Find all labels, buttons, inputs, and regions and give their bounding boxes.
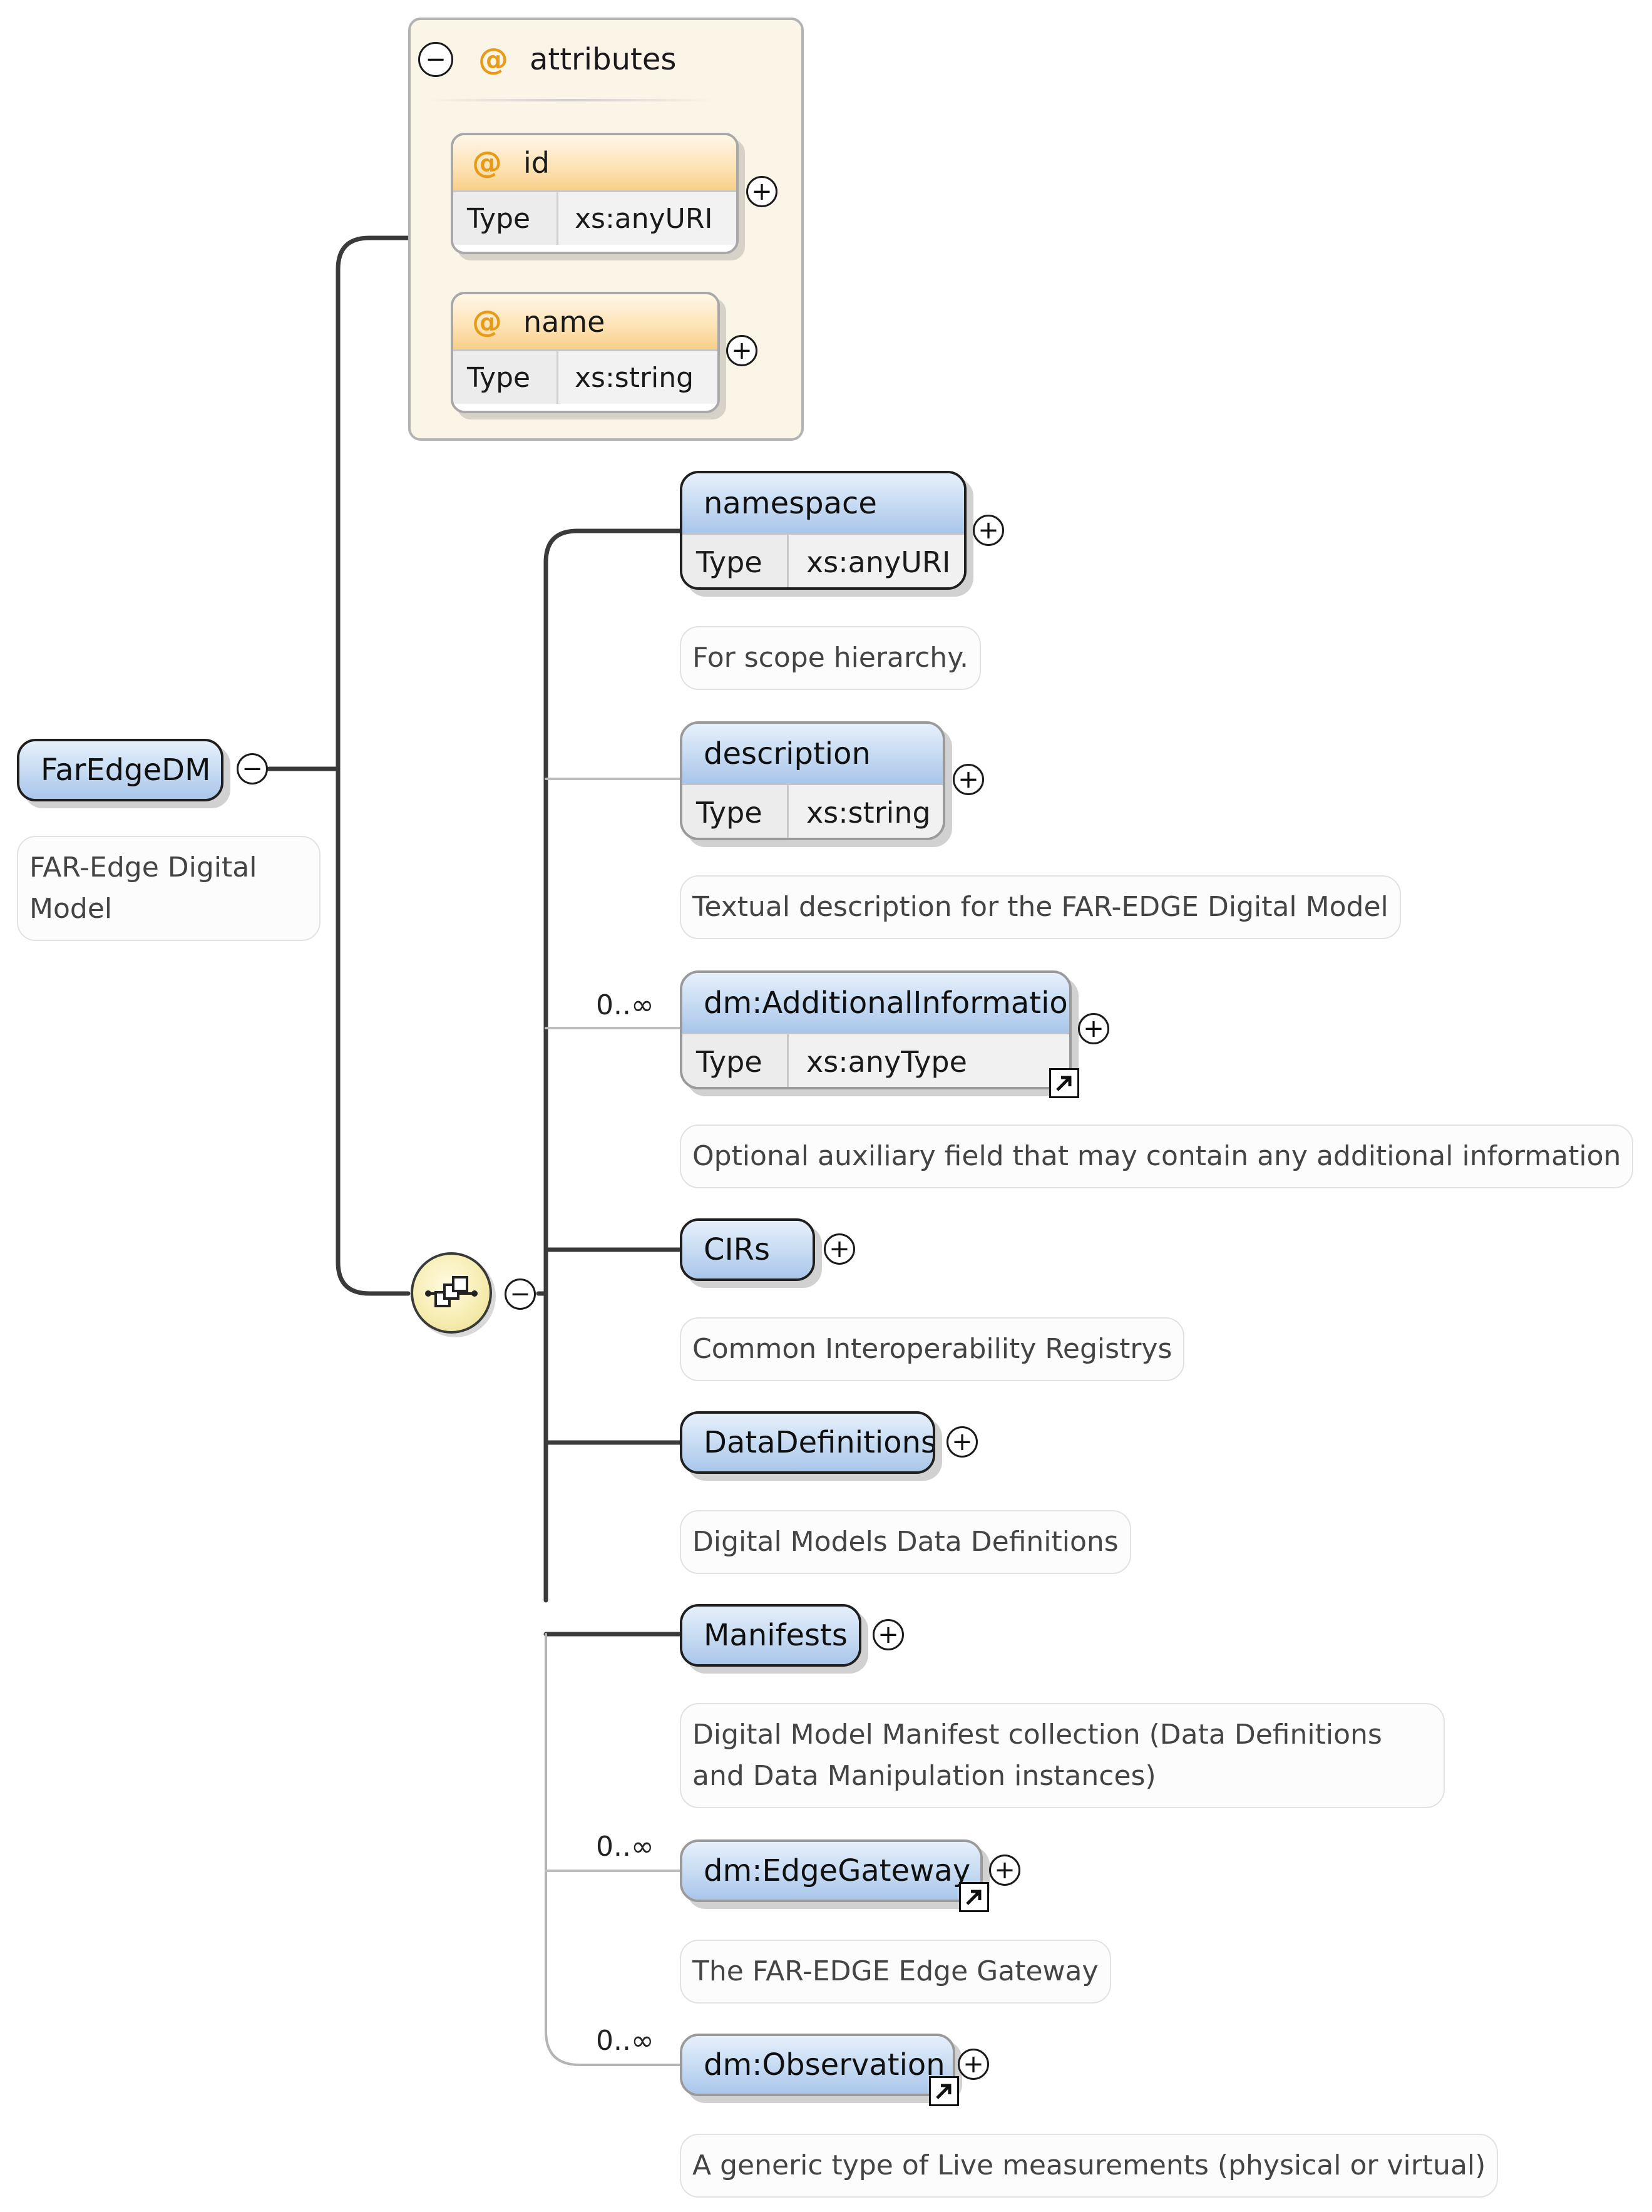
datadefinitions-annotation: Digital Models Data Definitions (680, 1510, 1131, 1574)
observation-annotation: A generic type of Live measurements (phy… (680, 2134, 1499, 2198)
manifests-annotation: Digital Model Manifest collection (Data … (680, 1703, 1445, 1808)
edgegateway-expand-button[interactable]: + (989, 1854, 1020, 1886)
type-value: xs:anyType (789, 1034, 1069, 1087)
additionalinformation-annotation: Optional auxiliary field that may contai… (680, 1124, 1634, 1188)
type-label: Type (453, 192, 558, 245)
main-trunk-line (336, 235, 411, 1296)
element-cirs[interactable]: CIRs (680, 1218, 815, 1281)
type-label: Type (682, 535, 789, 587)
attributes-title: attributes (530, 42, 677, 77)
root-collapse-button[interactable]: − (237, 753, 268, 784)
attributes-header: − @ attributes (418, 38, 676, 81)
element-manifests[interactable]: Manifests (680, 1604, 861, 1667)
element-name: namespace (682, 473, 964, 533)
type-value: xs:anyURI (558, 192, 736, 245)
element-name: DataDefinitions (682, 1414, 933, 1471)
type-value: xs:anyURI (789, 535, 964, 587)
namespace-expand-button[interactable]: + (973, 515, 1004, 546)
attribute-name-expand-button[interactable]: + (726, 335, 757, 366)
sequence-compositor-icon (425, 1276, 478, 1307)
element-name: description (682, 724, 943, 783)
description-expand-button[interactable]: + (953, 764, 984, 795)
type-label: Type (682, 785, 789, 838)
root-element-faredgedm[interactable]: FarEdgeDM (17, 739, 223, 801)
attributes-divider (426, 99, 714, 101)
element-datadefinitions[interactable]: DataDefinitions (680, 1411, 935, 1474)
attribute-symbol-icon: @ (472, 304, 502, 339)
element-name: CIRs (682, 1221, 813, 1278)
reference-arrow-icon (959, 1882, 989, 1912)
attribute-id-expand-button[interactable]: + (746, 176, 777, 207)
additionalinformation-expand-button[interactable]: + (1078, 1013, 1109, 1044)
cirs-annotation: Common Interoperability Registrys (680, 1317, 1185, 1381)
optional-trunk-line (545, 1633, 681, 2066)
type-label: Type (682, 1034, 789, 1087)
attributes-collapse-button[interactable]: − (418, 42, 453, 77)
reference-arrow-icon (1049, 1068, 1079, 1098)
cirs-expand-button[interactable]: + (824, 1233, 855, 1265)
type-value: xs:string (789, 785, 943, 838)
element-name: dm:AdditionalInformation (682, 973, 1069, 1032)
element-edgegateway[interactable]: dm:EdgeGateway (680, 1839, 983, 1902)
type-value: xs:string (558, 351, 717, 404)
element-observation[interactable]: dm:Observation (680, 2034, 955, 2096)
element-name: dm:Observation (682, 2036, 953, 2094)
observation-expand-button[interactable]: + (958, 2049, 989, 2080)
manifests-expand-button[interactable]: + (873, 1619, 904, 1650)
namespace-annotation: For scope hierarchy. (680, 626, 981, 690)
description-annotation: Textual description for the FAR-EDGE Dig… (680, 875, 1401, 939)
root-annotation: FAR-Edge Digital Model (17, 836, 321, 941)
observation-occurrence: 0..∞ (596, 2025, 654, 2057)
root-element-name: FarEdgeDM (19, 741, 221, 799)
datadefinitions-expand-button[interactable]: + (947, 1426, 978, 1458)
attribute-symbol-icon: @ (472, 145, 502, 180)
sequence-compositor[interactable] (411, 1252, 492, 1334)
sequence-collapse-button[interactable]: − (505, 1278, 536, 1310)
type-label: Type (453, 351, 558, 404)
sequence-trunk-line (543, 528, 682, 1603)
edgegateway-occurrence: 0..∞ (596, 1831, 654, 1863)
element-name: dm:EdgeGateway (682, 1842, 980, 1900)
reference-arrow-icon (929, 2076, 959, 2106)
additionalinformation-occurrence: 0..∞ (596, 989, 654, 1021)
attribute-name: id (523, 146, 550, 180)
element-name: Manifests (682, 1607, 859, 1664)
attribute-name: name (523, 305, 605, 339)
edgegateway-annotation: The FAR-EDGE Edge Gateway (680, 1940, 1111, 2004)
attributes-symbol-icon: @ (478, 42, 508, 77)
